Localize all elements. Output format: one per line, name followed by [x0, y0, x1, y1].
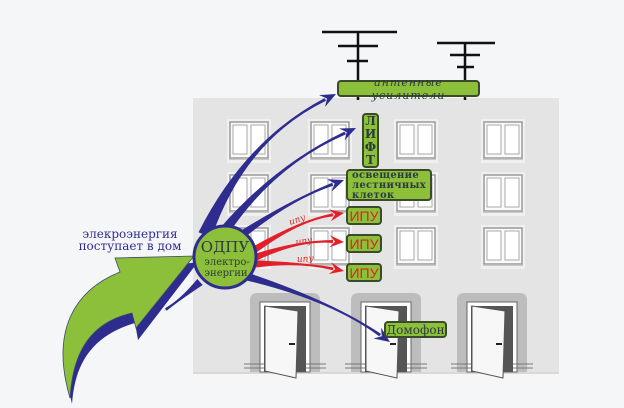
- lift-letter: И: [364, 126, 377, 141]
- doors: [244, 293, 533, 379]
- arrow-to-intercom: [243, 272, 390, 342]
- lift-letter: Л: [365, 113, 376, 128]
- window-icon: [394, 225, 438, 269]
- incoming-text-line1: элекроэнергия: [82, 227, 178, 241]
- hub-line2: электро-: [204, 257, 249, 268]
- ipu-arrow-label: ипу: [297, 254, 315, 265]
- arrow-to-lift: [221, 128, 356, 234]
- door-icon: [451, 293, 533, 379]
- lift-letter: Т: [366, 152, 375, 167]
- incoming-text-line2: поступает в дом: [78, 239, 182, 253]
- ipu-box: ИПУ: [346, 263, 382, 282]
- window-icon: [308, 225, 352, 269]
- window-icon: [394, 119, 438, 163]
- arrow-to-ipu-2: [254, 235, 344, 261]
- incoming-text: элекроэнергия поступает в дом: [60, 228, 200, 252]
- hub-line1: ОДПУ: [201, 238, 250, 256]
- window-icon: [227, 119, 271, 163]
- window-icon: [481, 225, 525, 269]
- window-icon: [227, 172, 271, 216]
- odpu-meter-hub: [192, 224, 258, 290]
- windows: [227, 119, 525, 269]
- stair-lighting-label: освещение лестничных клеток: [346, 169, 432, 201]
- arrow-to-antenna: [198, 94, 336, 238]
- intercom-label: Домофон: [384, 321, 447, 338]
- ipu-box: ИПУ: [346, 206, 382, 225]
- stair-lighting-line: лестничных: [352, 180, 427, 191]
- arrow-to-ipu-1: [252, 209, 344, 253]
- lift-label: Л И Ф Т: [362, 113, 379, 168]
- door-icon: [244, 293, 326, 379]
- window-icon: [308, 172, 352, 216]
- hub-line3: энергии: [204, 268, 247, 279]
- window-icon: [481, 172, 525, 216]
- stair-lighting-line: освещение: [352, 170, 420, 181]
- ipu-box: ИПУ: [346, 234, 382, 253]
- lift-letter: Ф: [364, 139, 377, 154]
- window-icon: [481, 119, 525, 163]
- antenna-amplifiers-label: антенные усилители: [337, 76, 480, 102]
- arrow-to-ipu-3: [255, 260, 344, 275]
- arrow-lower-left: [164, 279, 203, 311]
- ipu-arrow-label: ипу: [295, 236, 314, 248]
- stair-lighting-line: клеток: [352, 190, 395, 201]
- incoming-power-arrow: [62, 255, 198, 404]
